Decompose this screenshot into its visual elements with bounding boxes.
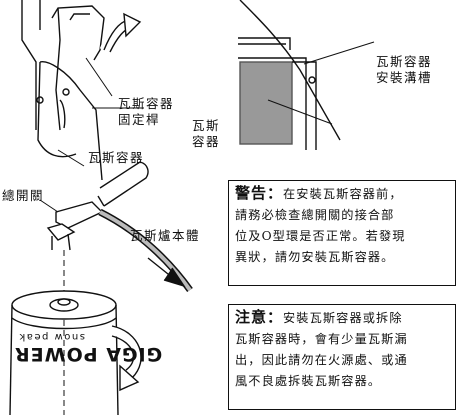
warning-line-4: 異狀，請勿安裝瓦斯容器。 — [235, 250, 395, 264]
caution-line-4: 風不良處拆裝瓦斯容器。 — [235, 374, 382, 388]
main-valve-label: 總開關 — [2, 188, 45, 203]
groove-label: 瓦斯容器 安裝溝槽 — [376, 54, 433, 85]
caution-line-1: 安裝瓦斯容器或拆除 — [283, 311, 403, 325]
canister-holder-label: 瓦斯容器 固定桿 — [118, 96, 175, 127]
canister-holder-illustration — [21, 0, 144, 181]
groove-illustration — [238, 0, 375, 150]
caution-box: 注意：安裝瓦斯容器或拆除 瓦斯容器時，會有少量瓦斯漏 出，因此請勿在火源處、或通… — [228, 304, 456, 410]
warning-box: 警告：在安裝瓦斯容器前， 請務必檢查總開關的接合部 位及O型環是否正常。若發現 … — [228, 180, 456, 286]
can-maker-text: snow peak — [18, 331, 85, 342]
caution-heading: 注意： — [235, 308, 284, 326]
warning-line-2: 請務必檢查總開關的接合部 — [235, 208, 395, 222]
caution-line-3: 出，因此請勿在火源處、或通 — [235, 353, 408, 367]
warning-line-1: 在安裝瓦斯容器前， — [283, 187, 403, 201]
canister-label-bottom: 瓦斯容器 — [88, 150, 145, 165]
warning-heading: 警告： — [235, 184, 284, 202]
canister-label-left: 瓦斯 容器 — [192, 118, 221, 149]
canister-twist-illustration — [9, 290, 142, 415]
valve-illustration — [39, 161, 193, 415]
warning-line-3: 位及O型環是否正常。若發現 — [235, 229, 406, 243]
caution-line-2: 瓦斯容器時，會有少量瓦斯漏 — [235, 332, 408, 346]
stove-body-label: 瓦斯爐本體 — [130, 228, 201, 243]
can-brand-text: GIGA POWER — [14, 343, 163, 365]
